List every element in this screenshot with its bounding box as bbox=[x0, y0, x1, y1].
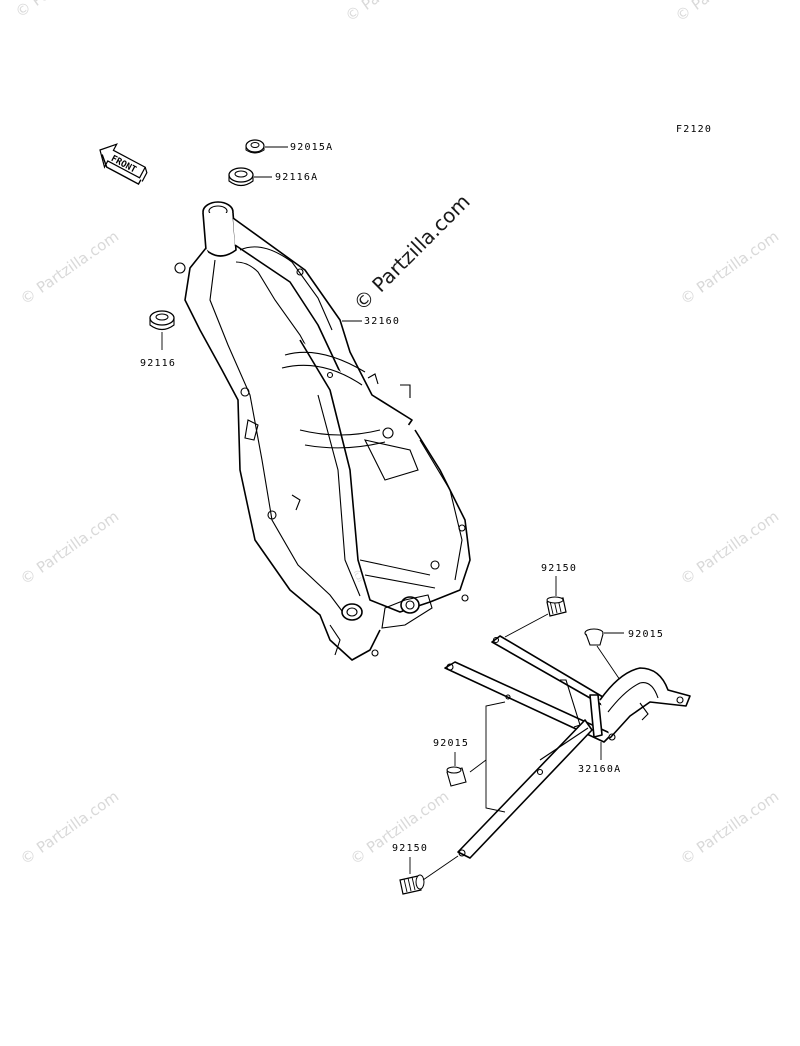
watermark: © Partzilla.com bbox=[677, 227, 782, 308]
callout-bracket-link bbox=[469, 759, 487, 773]
label-92116a: 92116A bbox=[275, 172, 318, 183]
sub-frame-32160a bbox=[444, 635, 691, 859]
label-92015-right: 92015 bbox=[628, 629, 664, 640]
watermark: © Partzilla.com bbox=[672, 0, 777, 25]
callout-bracket bbox=[485, 701, 506, 813]
label-92150-lower: 92150 bbox=[392, 843, 428, 854]
figure-code: F2120 bbox=[676, 124, 712, 135]
main-frame-32160 bbox=[174, 201, 471, 661]
label-92116: 92116 bbox=[140, 358, 176, 369]
label-92015a: 92015A bbox=[290, 142, 333, 153]
watermark: © Partzilla.com bbox=[17, 507, 122, 588]
watermark: © Partzilla.com bbox=[677, 507, 782, 588]
bearing-92116-icon bbox=[149, 310, 175, 331]
watermark: © Partzilla.com bbox=[677, 787, 782, 868]
label-92015-left: 92015 bbox=[433, 738, 469, 749]
bolt-lower-axis bbox=[422, 855, 459, 881]
bolt-92150-upper-icon bbox=[546, 596, 567, 617]
watermark: © Partzilla.com bbox=[342, 0, 447, 25]
label-92150-upper: 92150 bbox=[541, 563, 577, 574]
bolt-92150-lower-icon bbox=[399, 874, 425, 895]
bearing-92116a-icon bbox=[228, 167, 254, 187]
bolt-upper-axis bbox=[504, 613, 549, 638]
front-arrow-icon: FRONT bbox=[99, 143, 148, 186]
watermark-center: © Partzilla.com bbox=[349, 189, 475, 315]
collar-92015-right-icon bbox=[584, 628, 604, 646]
nut-92015a-icon bbox=[245, 139, 265, 154]
collar-92015-left-icon bbox=[446, 766, 467, 787]
collar-right-axis bbox=[596, 645, 621, 681]
center-watermark: © Partzilla.com bbox=[349, 189, 475, 315]
watermark: © Partzilla.com bbox=[17, 787, 122, 868]
watermark: © Partzilla.com bbox=[347, 787, 452, 868]
watermark: © Partzilla.com bbox=[12, 0, 117, 21]
watermark: © Partzilla.com bbox=[17, 227, 122, 308]
label-32160: 32160 bbox=[364, 316, 400, 327]
label-32160a: 32160A bbox=[578, 764, 621, 775]
